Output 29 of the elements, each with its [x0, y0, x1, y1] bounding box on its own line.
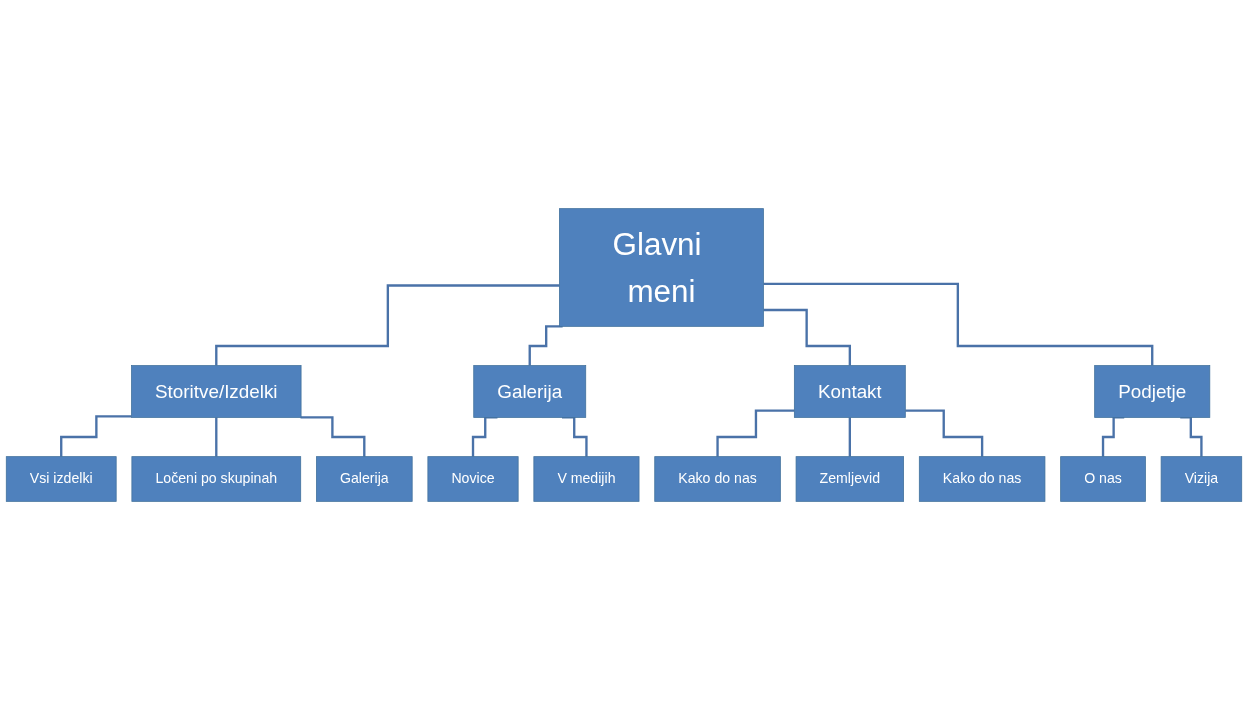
node-box: Kontakt: [793, 364, 906, 418]
connector: [562, 415, 588, 458]
connector: [848, 415, 851, 458]
node-box: Galerija: [473, 364, 587, 418]
connector: [528, 324, 563, 367]
node-box: Vsi izdelki: [5, 455, 117, 502]
connector: [763, 308, 851, 367]
node-box: Storitve/Izdelki: [131, 364, 302, 418]
node-box: Novice: [427, 455, 519, 502]
connector: [215, 283, 560, 367]
node-box: Kako do nas: [654, 455, 781, 502]
node-box: Kako do nas: [918, 455, 1046, 502]
node-box: Ločeni po skupinah: [131, 455, 302, 502]
connector: [763, 282, 1154, 367]
node-box: Vizija: [1160, 455, 1243, 502]
connector: [1101, 415, 1125, 458]
connector: [1180, 415, 1203, 458]
node-box: O nas: [1060, 455, 1146, 502]
connector: [716, 408, 795, 458]
node-box: Glavni meni: [559, 207, 764, 327]
node-box: Podjetje: [1094, 364, 1211, 418]
connector: [905, 408, 984, 458]
connector: [60, 414, 132, 458]
connector: [471, 415, 498, 458]
node-box: Zemljevid: [795, 455, 904, 502]
connector: [300, 415, 366, 458]
connector: [215, 415, 218, 458]
node-box: V medijih: [533, 455, 640, 502]
node-box: Galerija: [316, 455, 413, 502]
